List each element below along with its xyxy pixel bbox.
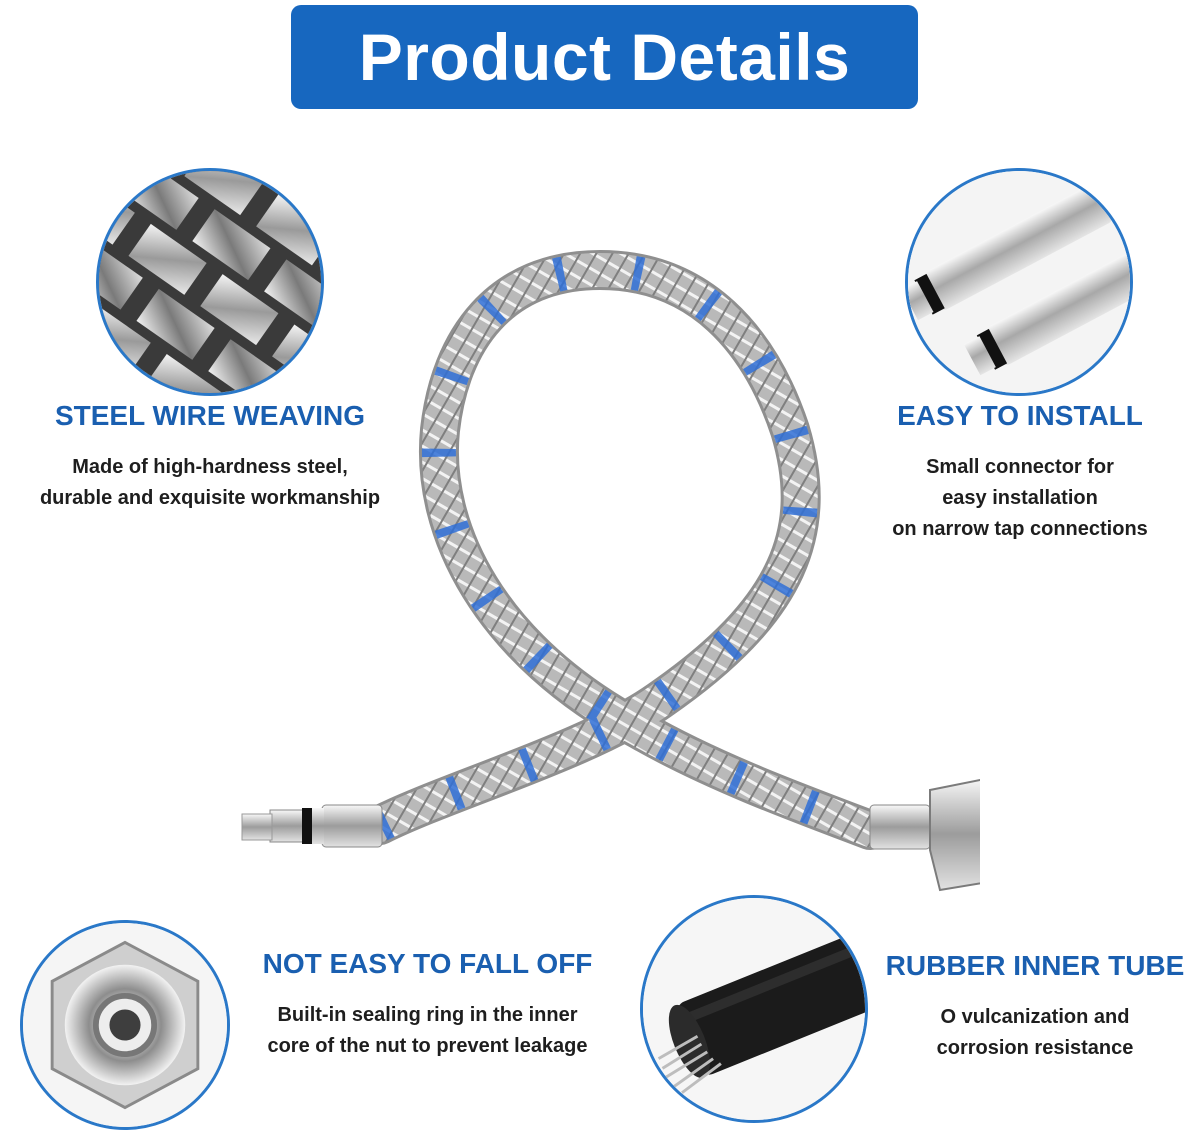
not-easy-to-fall-off-heading: NOT EASY TO FALL OFF [262,948,593,979]
nut-interior-image [20,920,230,1130]
product-details-banner: Product Details [291,5,918,109]
female-nut-fitting [869,778,980,892]
rubber-inner-tube-description: O vulcanization and corrosion resistance [936,1006,1134,1059]
connector-fittings [908,184,1130,376]
steel-weave-closeup-image [96,168,324,396]
male-fitting [241,804,383,848]
connector-closeup-image [905,168,1133,396]
steel-wire-weaving-description: Made of high-hardness steel, durable and… [39,456,381,509]
steel-wire-weaving-heading: STEEL WIRE WEAVING [54,400,366,431]
easy-to-install-description: Small connector for easy installation on… [892,456,1148,540]
not-easy-to-fall-off-description: Built-in sealing ring in the inner core … [267,1004,588,1057]
rubber-inner-tube-heading: RUBBER INNER TUBE [885,950,1185,981]
braided-hose-image [241,249,980,892]
banner-title: Product Details [358,20,851,94]
easy-to-install-heading: EASY TO INSTALL [897,400,1143,431]
rubber-tube-image [640,895,868,1123]
